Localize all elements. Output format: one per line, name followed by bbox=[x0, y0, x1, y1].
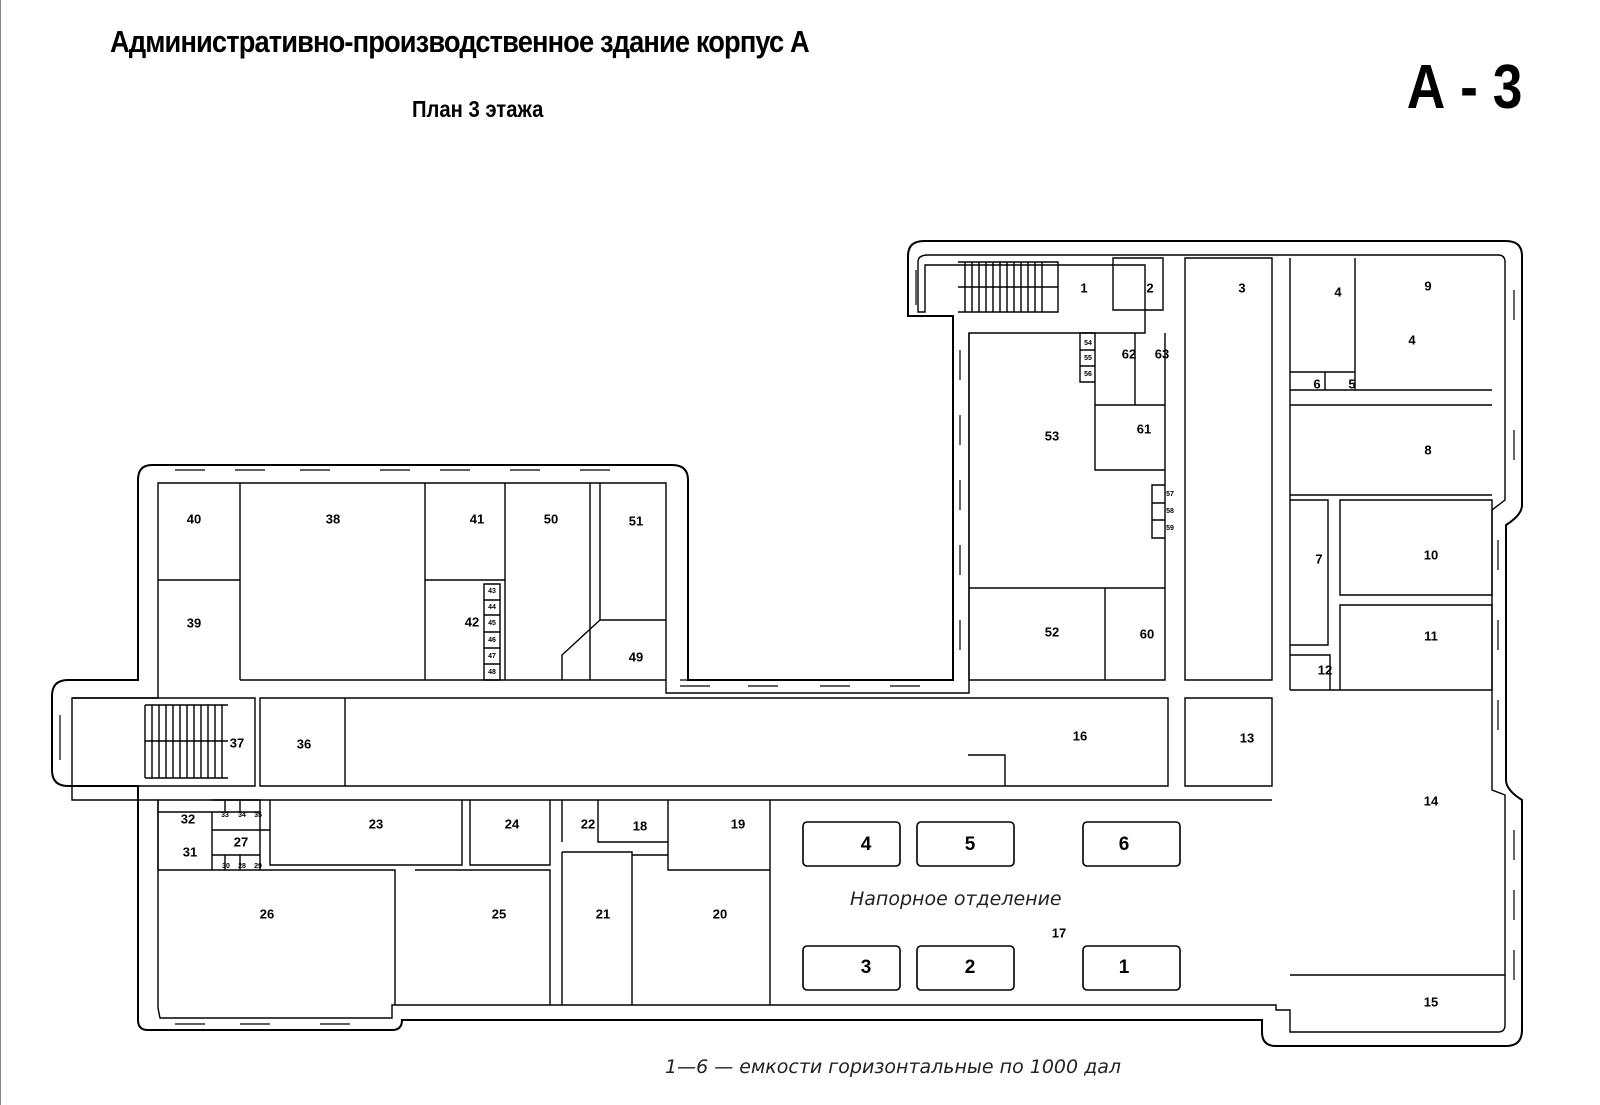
room-label: 3 bbox=[1238, 280, 1245, 295]
room-label: 34 bbox=[238, 812, 246, 819]
room-label: 32 bbox=[181, 811, 195, 826]
room-label: 29 bbox=[254, 863, 262, 870]
room-label: 62 bbox=[1122, 346, 1136, 361]
windows bbox=[51, 270, 1523, 1031]
room-label: 39 bbox=[187, 615, 201, 630]
legend-note: 1—6 — емкости горизонтальные по 1000 дал bbox=[665, 1056, 1121, 1078]
room-label: 36 bbox=[297, 736, 311, 751]
tank-6 bbox=[1082, 821, 1181, 867]
room-label: 10 bbox=[1424, 547, 1438, 562]
drawing-title: Административно-производственное здание … bbox=[110, 24, 810, 59]
room-label: 15 bbox=[1424, 994, 1438, 1009]
tank-2 bbox=[916, 945, 1015, 991]
room-label: 40 bbox=[187, 511, 201, 526]
room-label: 21 bbox=[596, 906, 610, 921]
room-label: 5 bbox=[1348, 376, 1355, 391]
tank-4 bbox=[802, 821, 901, 867]
tank-label: 1 bbox=[1119, 957, 1130, 978]
room-label: 4 bbox=[1408, 332, 1416, 347]
room-label: 20 bbox=[713, 906, 727, 921]
room-label: 11 bbox=[1424, 628, 1438, 643]
room-label: 57 bbox=[1166, 491, 1174, 498]
room-label: 37 bbox=[230, 735, 244, 750]
tank-3 bbox=[802, 945, 901, 991]
tank-label: 3 bbox=[861, 957, 872, 978]
room-label: 30 bbox=[222, 863, 230, 870]
room-label: 42 bbox=[465, 614, 479, 629]
room-label: 9 bbox=[1424, 278, 1431, 293]
room-label: 59 bbox=[1166, 525, 1174, 532]
room-label: 53 bbox=[1045, 428, 1059, 443]
room-label: 61 bbox=[1137, 421, 1151, 436]
room-label: 6 bbox=[1313, 376, 1320, 391]
tank-label: 6 bbox=[1119, 834, 1130, 855]
room-label: 46 bbox=[488, 637, 496, 644]
room-label: 50 bbox=[544, 511, 558, 526]
room-label: 43 bbox=[488, 588, 496, 595]
room-label: 18 bbox=[633, 818, 647, 833]
room-label: 16 bbox=[1073, 728, 1087, 743]
room-label: 44 bbox=[488, 604, 496, 611]
room-label: 58 bbox=[1166, 508, 1174, 515]
room-label: 17 bbox=[1052, 925, 1066, 940]
room-label: 56 bbox=[1084, 371, 1092, 378]
room-label: 12 bbox=[1318, 662, 1332, 677]
room-label: 8 bbox=[1424, 442, 1431, 457]
room-label: 41 bbox=[470, 511, 484, 526]
room-label: 27 bbox=[234, 834, 248, 849]
room-label: 45 bbox=[488, 620, 496, 627]
tank-1 bbox=[1082, 945, 1181, 991]
room-label: 13 bbox=[1240, 730, 1254, 745]
room-label: 2 bbox=[1146, 280, 1153, 295]
room-label: 22 bbox=[581, 816, 595, 831]
room-label: 38 bbox=[326, 511, 340, 526]
room-label: 24 bbox=[505, 816, 520, 831]
room-label: 31 bbox=[183, 844, 197, 859]
tank-label: 5 bbox=[965, 834, 976, 855]
room-label: 54 bbox=[1084, 340, 1092, 347]
room-label: 1 bbox=[1080, 280, 1087, 295]
tank-group: 4 5 6 3 2 1 bbox=[802, 821, 1181, 991]
tank-5 bbox=[916, 821, 1015, 867]
room-label: 14 bbox=[1424, 793, 1439, 808]
sheet-code: А - 3 bbox=[1406, 53, 1522, 122]
room-label: 51 bbox=[629, 513, 643, 528]
room-label: 4 bbox=[1334, 284, 1342, 299]
room-label: 33 bbox=[221, 812, 229, 819]
interior-walls bbox=[72, 257, 1505, 1005]
room-label: 55 bbox=[1084, 355, 1092, 362]
room-label: 28 bbox=[238, 863, 246, 870]
room-label: 7 bbox=[1315, 551, 1322, 566]
room-label: 48 bbox=[488, 669, 496, 676]
tank-label: 4 bbox=[861, 834, 872, 855]
room-label: 63 bbox=[1155, 346, 1169, 361]
room-label: 49 bbox=[629, 649, 643, 664]
floor-subtitle: План 3 этажа bbox=[412, 96, 544, 122]
room-label: 23 bbox=[369, 816, 383, 831]
exterior-walls bbox=[51, 240, 1523, 1047]
room-label: 19 bbox=[731, 816, 745, 831]
room-label: 25 bbox=[492, 906, 506, 921]
room-labels: 1 2 3 4 4 5 6 7 8 9 10 11 12 13 14 15 16… bbox=[181, 278, 1439, 1009]
tank-label: 2 bbox=[965, 957, 976, 978]
room-label: 60 bbox=[1140, 626, 1154, 641]
room-label: 26 bbox=[260, 906, 274, 921]
section-label: Напорное отделение bbox=[850, 888, 1062, 910]
room-label: 52 bbox=[1045, 624, 1059, 639]
room-label: 35 bbox=[254, 812, 262, 819]
room-label: 47 bbox=[488, 653, 496, 660]
